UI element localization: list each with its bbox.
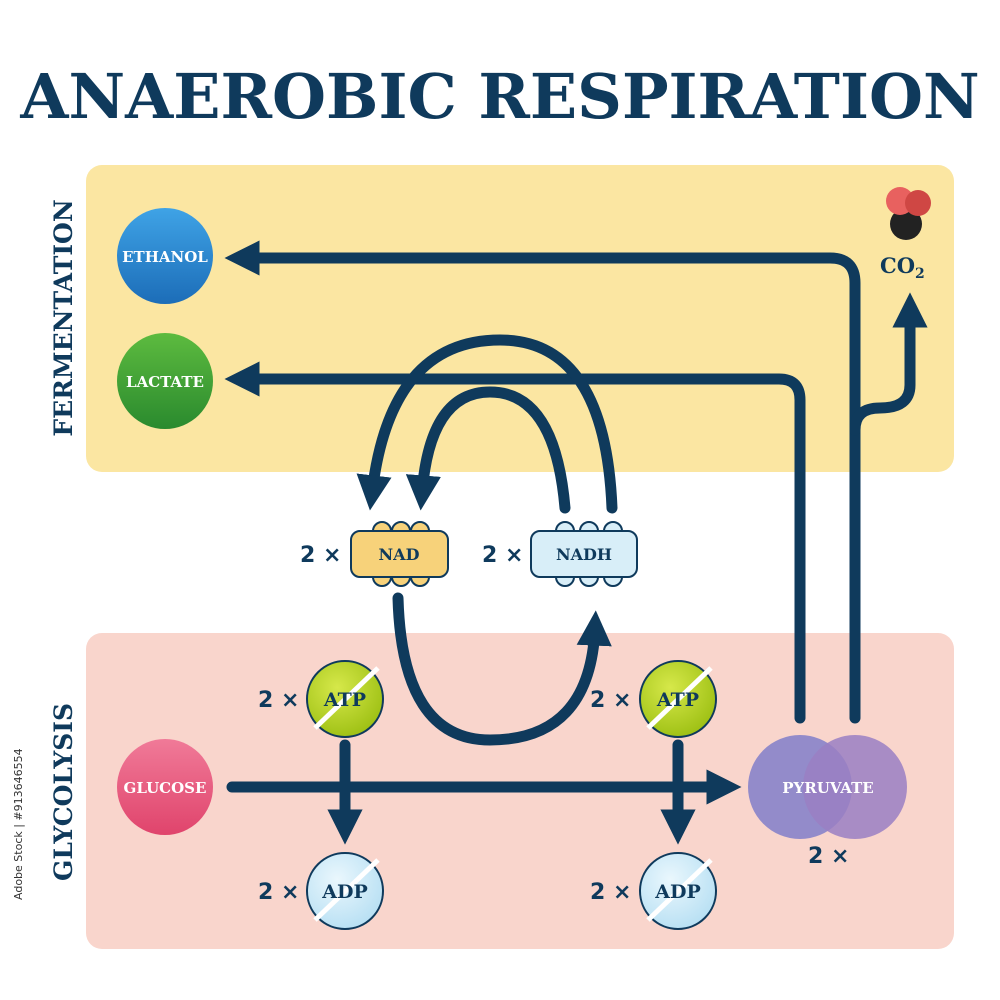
lactate-molecule: LACTATE [117, 333, 213, 429]
lactate-label: LACTATE [126, 373, 204, 391]
arrow-to-co2 [849, 292, 928, 436]
nad-cofactor: NAD [350, 521, 449, 587]
co2-molecule: CO2 [880, 187, 931, 282]
pyruvate-label: PYRUVATE [782, 779, 873, 797]
glucose-molecule: GLUCOSE [117, 739, 213, 835]
stock-watermark: Adobe Stock | #913646554 [12, 748, 25, 900]
co2-carbon-atom [890, 208, 922, 240]
co2-label-main: CO [880, 253, 915, 278]
adp-left-multiplier: 2 × [258, 880, 299, 905]
adp-right-label: ADP [654, 881, 701, 903]
energy-bolt-icon [313, 858, 380, 922]
adp-right-multiplier: 2 × [590, 880, 631, 905]
atp-left-label: ATP [323, 689, 366, 711]
atp-left-multiplier: 2 × [258, 688, 299, 713]
atp-left: ATP [306, 660, 384, 738]
co2-label: CO2 [880, 253, 925, 282]
nadh-label: NADH [556, 545, 612, 564]
adp-right: ADP [639, 852, 717, 930]
nadh-cofactor: NADH [530, 521, 638, 587]
atp-right-label: ATP [656, 689, 699, 711]
arrow-nadh-to-nad-inner [405, 386, 571, 514]
arrow-pyruvate-to-ethanol [224, 240, 861, 724]
energy-bolt-icon [646, 858, 713, 922]
energy-bolt-icon [313, 666, 380, 730]
adp-left-label: ADP [321, 881, 368, 903]
co2-label-subscript: 2 [915, 266, 925, 282]
pyruvate-molecule: PYRUVATE [748, 735, 907, 839]
adp-left: ADP [306, 852, 384, 930]
atp-right-multiplier: 2 × [590, 688, 631, 713]
atp-right: ATP [639, 660, 717, 738]
fermentation-label: FERMENTATION [49, 199, 78, 436]
arrow-pyruvate-to-lactate [224, 361, 806, 724]
fermentation-zone [86, 165, 954, 472]
arrow-nadh-to-nad-outer [356, 334, 618, 514]
glycolysis-label: GLYCOLYSIS [49, 703, 78, 881]
co2-oxygen-atom-right [905, 190, 931, 216]
ethanol-label: ETHANOL [122, 248, 208, 266]
pyruvate-multiplier: 2 × [808, 844, 849, 869]
nad-label: NAD [379, 545, 420, 564]
nad-multiplier: 2 × [300, 543, 341, 568]
arrow-nad-to-nadh [392, 592, 612, 746]
page-title: ANAEROBIC RESPIRATION [19, 60, 979, 133]
energy-bolt-icon [646, 666, 713, 730]
nadh-multiplier: 2 × [482, 543, 523, 568]
flow-arrows [224, 240, 928, 845]
glucose-label: GLUCOSE [124, 779, 207, 797]
ethanol-molecule: ETHANOL [117, 208, 213, 304]
